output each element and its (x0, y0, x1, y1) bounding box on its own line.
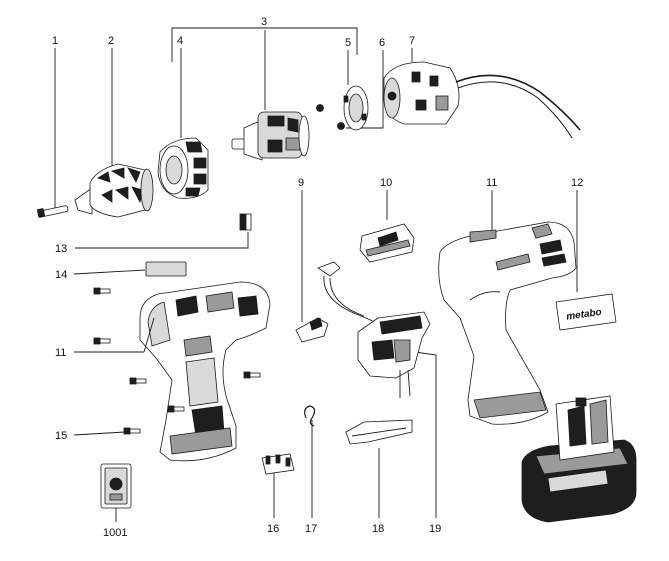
screw-d (243, 371, 261, 379)
label-19: 19 (429, 523, 441, 535)
label-13: 13 (55, 243, 67, 255)
part-17-spring-clip (304, 405, 316, 427)
part-14-label (145, 261, 187, 277)
screw-a (93, 287, 111, 295)
label-11-right: 11 (486, 177, 497, 189)
part-9-direction-switch (295, 261, 383, 343)
label-16: 16 (267, 523, 279, 535)
part-12-brand-plate: metabo (555, 293, 617, 331)
label-1001: 1001 (103, 527, 127, 539)
screw-b (93, 337, 111, 345)
battery-pack (521, 395, 637, 523)
part-19-trigger-switch (357, 311, 431, 398)
part-1001-booklet (100, 463, 132, 509)
part-10-switch-cover (359, 223, 415, 263)
part-13-clip (239, 213, 252, 231)
label-12: 12 (571, 177, 583, 189)
part-1-screw (37, 205, 69, 218)
label-1: 1 (52, 35, 58, 47)
label-6: 6 (379, 37, 385, 49)
label-10: 10 (380, 177, 392, 189)
part-4-sleeve (157, 137, 209, 199)
label-15: 15 (55, 430, 67, 442)
label-4: 4 (177, 35, 183, 47)
screw-e (167, 405, 185, 413)
part-5-ring (343, 85, 369, 131)
label-11-left: 11 (55, 347, 66, 359)
screw-c (129, 377, 147, 385)
part-18-latch (345, 419, 413, 445)
label-2: 2 (108, 35, 114, 47)
label-7: 7 (409, 35, 415, 47)
screw-f (123, 427, 141, 435)
brand-plate-text: metabo (566, 307, 603, 323)
part-3-gearbox (231, 111, 310, 161)
label-5: 5 (345, 37, 351, 49)
part-2-chuck (74, 163, 154, 218)
label-17: 17 (305, 523, 317, 535)
label-18: 18 (372, 523, 384, 535)
label-3: 3 (261, 16, 267, 28)
part-7-motor (383, 61, 581, 139)
label-9: 9 (298, 177, 304, 189)
part-16-bracket (261, 453, 295, 475)
leader-lines (54, 27, 578, 522)
part-6-screws (316, 104, 345, 130)
housing-screws (93, 287, 261, 435)
part-11-housing-right (438, 221, 577, 425)
label-14: 14 (55, 269, 67, 281)
part-number-labels: 1 2 3 4 5 6 7 9 10 11 12 13 14 11 15 16 … (52, 16, 583, 539)
part-11-housing-left (139, 281, 271, 462)
